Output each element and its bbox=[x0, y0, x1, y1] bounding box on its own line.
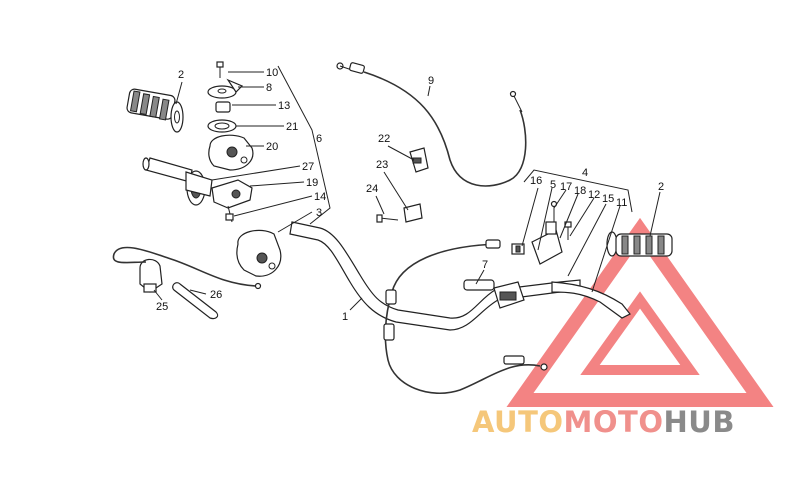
part-labels: 2 10 8 13 21 6 20 27 19 14 3 9 22 23 24 … bbox=[156, 67, 664, 323]
label-14: 14 bbox=[314, 191, 326, 203]
label-8: 8 bbox=[266, 82, 272, 94]
label-21: 21 bbox=[286, 121, 298, 133]
label-5: 5 bbox=[550, 179, 556, 191]
label-16: 16 bbox=[530, 175, 542, 187]
watermark-auto: AUTO bbox=[472, 405, 564, 439]
label-12: 12 bbox=[588, 189, 600, 201]
label-13: 13 bbox=[278, 100, 290, 112]
label-10: 10 bbox=[266, 67, 278, 79]
label-25: 25 bbox=[156, 301, 168, 313]
switch-block-3 bbox=[236, 229, 282, 277]
bush-13 bbox=[215, 101, 231, 113]
clip-22 bbox=[409, 147, 429, 173]
throttle-housing-20 bbox=[208, 134, 254, 171]
group-bracket-4 bbox=[523, 169, 633, 213]
label-27: 27 bbox=[302, 161, 314, 173]
throttle-tube bbox=[142, 157, 213, 206]
throttle-cable-9 bbox=[336, 62, 527, 187]
label-18: 18 bbox=[574, 185, 586, 197]
watermark-moto: MOTO bbox=[564, 405, 664, 439]
strap-26 bbox=[172, 282, 219, 320]
label-20: 20 bbox=[266, 141, 278, 153]
ring-21 bbox=[207, 119, 237, 133]
label-22: 22 bbox=[378, 133, 390, 145]
label-6: 6 bbox=[316, 133, 322, 145]
cover-8 bbox=[207, 78, 244, 99]
bracket-23 bbox=[403, 203, 423, 223]
right-grip bbox=[606, 231, 673, 257]
screw-24 bbox=[376, 214, 399, 223]
watermark-text: AUTOMOTOHUB bbox=[472, 405, 735, 439]
lever-bracket-5 bbox=[531, 221, 563, 265]
screw-10 bbox=[216, 61, 224, 78]
label-3: 3 bbox=[316, 207, 322, 219]
screw-16 bbox=[511, 243, 525, 255]
label-4: 4 bbox=[582, 167, 588, 179]
label-19: 19 bbox=[306, 177, 318, 189]
kill-switch-25 bbox=[112, 246, 262, 293]
clamp-19 bbox=[211, 179, 253, 209]
label-11: 11 bbox=[616, 197, 627, 209]
label-7: 7 bbox=[482, 259, 488, 271]
group-bracket-6 bbox=[277, 65, 331, 225]
left-grip bbox=[126, 88, 184, 133]
leader-lines bbox=[153, 71, 661, 311]
label-26: 26 bbox=[210, 289, 222, 301]
switch-7 bbox=[463, 279, 525, 309]
screw-14 bbox=[225, 205, 234, 223]
label-15: 15 bbox=[602, 193, 614, 205]
label-9: 9 bbox=[428, 75, 434, 87]
label-2-right: 2 bbox=[658, 181, 664, 193]
label-23: 23 bbox=[376, 159, 388, 171]
watermark-hub: HUB bbox=[664, 405, 735, 439]
label-1: 1 bbox=[342, 311, 348, 323]
clutch-lever-11 bbox=[551, 281, 631, 319]
clutch-cable bbox=[383, 239, 548, 395]
handlebar-tube bbox=[289, 221, 581, 331]
watermark-logo-triangle bbox=[506, 217, 774, 407]
label-17: 17 bbox=[560, 181, 572, 193]
label-2-left: 2 bbox=[178, 69, 184, 81]
label-24: 24 bbox=[366, 183, 378, 195]
